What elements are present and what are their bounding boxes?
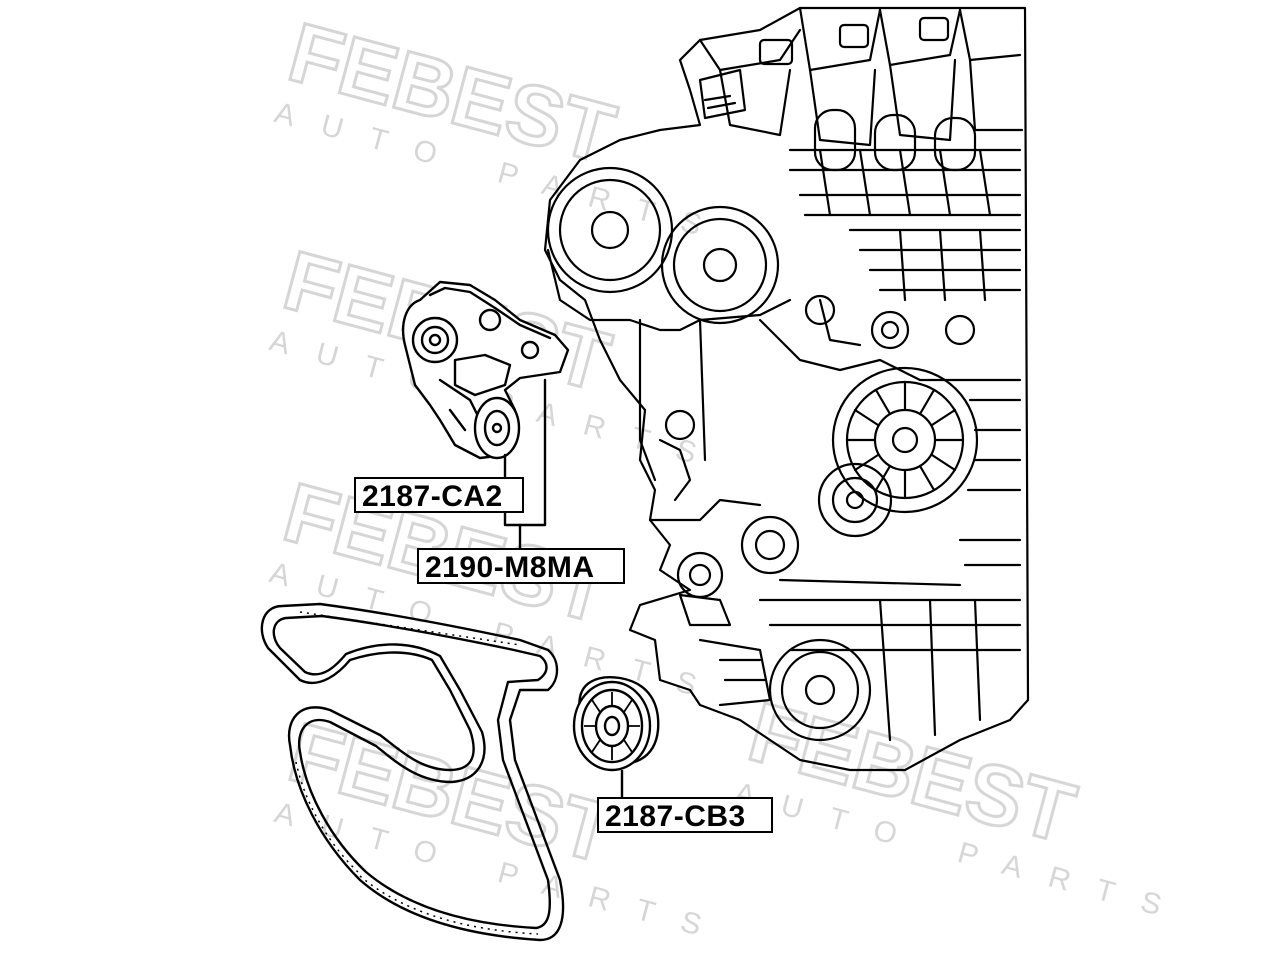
idler-pulley-illustration (572, 676, 660, 797)
serpentine-belt-illustration (260, 602, 565, 942)
part-label-tensioner-pulley: 2187-CA2 (354, 477, 524, 513)
engine-block-illustration (543, 6, 1030, 772)
watermark-right: FEBEST AUTO PARTS (731, 683, 1192, 929)
part-label-idler-pulley: 2187-CB3 (597, 797, 773, 833)
part-label-tensioner-assembly: 2190-M8MA (417, 548, 625, 584)
tensioner-assembly-illustration (401, 280, 570, 550)
alternator-fins (845, 380, 965, 500)
idler-pulley-spokes (584, 692, 640, 760)
